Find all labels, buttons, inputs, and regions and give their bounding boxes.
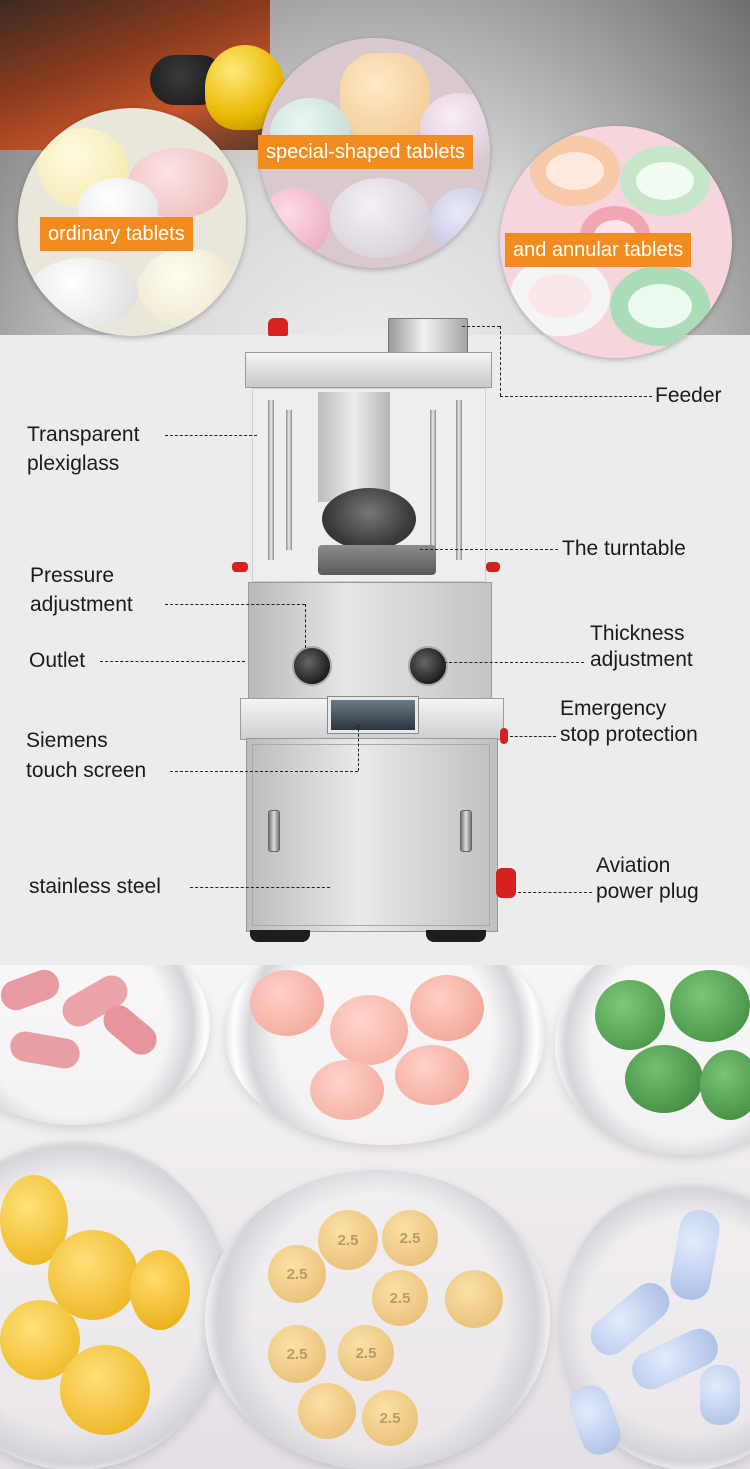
guide-rod [286, 410, 292, 550]
cream-tablet: 2.5 [338, 1325, 394, 1381]
yellow-tablet [60, 1345, 150, 1435]
machine-foot [426, 930, 486, 942]
yellow-tablet [130, 1250, 190, 1330]
label-emergency-line2: stop protection [560, 723, 698, 746]
cream-tablet [298, 1383, 356, 1439]
label-siemens-line1: Siemens [26, 729, 108, 752]
aviation-power-plug[interactable] [496, 868, 516, 898]
label-thickness-line1: Thickness [590, 622, 685, 645]
label-pressure-line1: Pressure [30, 564, 115, 587]
leader-line [518, 892, 592, 893]
feeder-hopper [388, 318, 468, 356]
guide-rod [456, 400, 462, 560]
stainless-steel-cabinet [246, 738, 498, 932]
cream-tablet: 2.5 [318, 1210, 378, 1270]
turntable [322, 488, 416, 550]
tag-special-shaped-tablets: special-shaped tablets [258, 135, 474, 169]
green-tablet [625, 1045, 703, 1113]
outlet-nozzle-right [486, 562, 500, 572]
turntable-base [318, 545, 436, 575]
leader-line [444, 662, 584, 663]
guide-rod [430, 410, 436, 550]
leader-line [305, 604, 306, 648]
thickness-knob[interactable] [408, 646, 448, 686]
label-aviation-line1: Aviation [596, 854, 671, 877]
label-plexiglass-line1: Transparent [27, 423, 140, 446]
cream-tablet [445, 1270, 503, 1328]
label-aviation-line2: power plug [596, 880, 699, 903]
label-plexiglass-line2: plexiglass [27, 452, 120, 475]
machine-mid-section [248, 582, 492, 700]
label-pressure-line2: adjustment [30, 593, 133, 616]
leader-line [100, 661, 245, 662]
label-turntable: The turntable [562, 537, 686, 560]
blue-caplet [700, 1365, 740, 1425]
tag-annular-tablets: and annular tablets [505, 233, 692, 267]
label-thickness-line2: adjustment [590, 648, 693, 671]
siemens-touch-screen[interactable] [328, 697, 418, 733]
salmon-tablet [395, 1045, 469, 1105]
green-tablet [700, 1050, 750, 1120]
cabinet-door [252, 744, 490, 926]
door-handle-right[interactable] [460, 810, 472, 852]
cream-tablet: 2.5 [362, 1390, 418, 1446]
door-handle-left[interactable] [268, 810, 280, 852]
machine-column [318, 392, 390, 502]
label-feeder: Feeder [655, 384, 722, 407]
label-siemens-line2: touch screen [26, 759, 147, 782]
machine-top-frame [245, 352, 492, 388]
tablet-bowls-photo: 2.5 2.5 2.5 2.5 2.5 2.5 2.5 [0, 965, 750, 1469]
salmon-tablet [330, 995, 408, 1065]
leader-line [500, 326, 501, 396]
leader-line [420, 549, 558, 550]
leader-line [190, 887, 330, 888]
label-stainless-steel: stainless steel [29, 875, 161, 898]
tag-ordinary-tablets: ordinary tablets [40, 217, 193, 251]
leader-line [165, 604, 305, 605]
leader-line [500, 396, 652, 397]
outlet-nozzle-left [232, 562, 248, 572]
cream-tablet: 2.5 [372, 1270, 428, 1326]
annular-tablets-photo [500, 126, 732, 358]
guide-rod [268, 400, 274, 560]
green-tablet [670, 970, 750, 1042]
label-outlet: Outlet [29, 649, 86, 672]
pressure-knob[interactable] [292, 646, 332, 686]
cream-tablet: 2.5 [268, 1325, 326, 1383]
label-emergency-line1: Emergency [560, 697, 667, 720]
leader-line [358, 724, 359, 771]
leader-line [510, 736, 556, 737]
emergency-stop-button[interactable] [500, 728, 508, 744]
salmon-tablet [250, 970, 324, 1036]
cream-tablet: 2.5 [268, 1245, 326, 1303]
leader-line [165, 435, 257, 436]
warning-lamp [268, 318, 288, 336]
leader-line [170, 771, 358, 772]
yellow-tablet [48, 1230, 138, 1320]
salmon-tablet [310, 1060, 384, 1120]
green-tablet [595, 980, 665, 1050]
leader-line [462, 326, 500, 327]
salmon-tablet [410, 975, 484, 1041]
machine-foot [250, 930, 310, 942]
cream-tablet: 2.5 [382, 1210, 438, 1266]
